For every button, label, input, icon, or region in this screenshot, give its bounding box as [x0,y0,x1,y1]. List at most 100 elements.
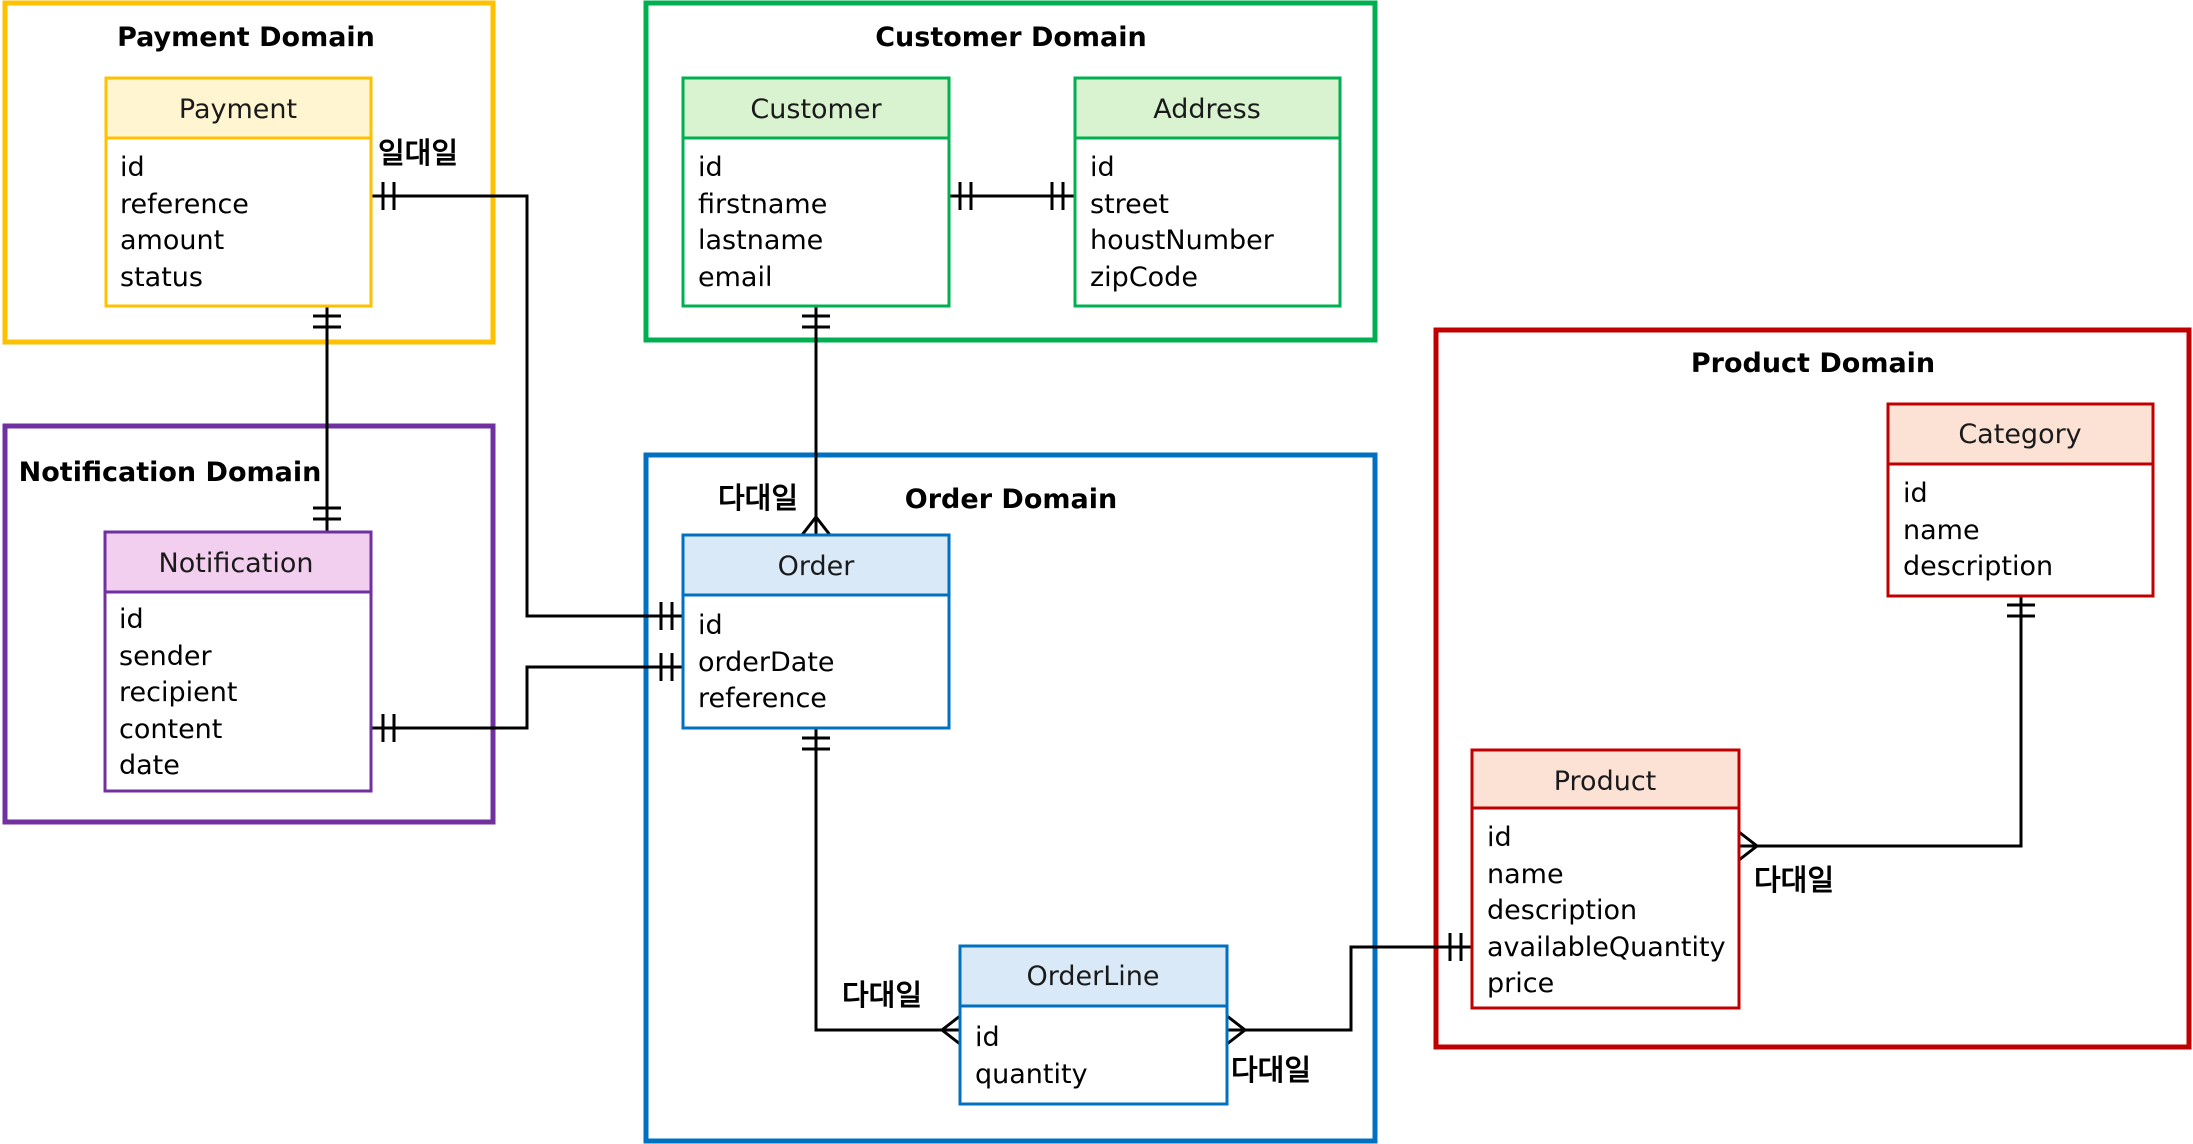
entity-category: Category id name description [1886,402,2155,598]
entity-product-attr-0: id [1487,822,1512,853]
entity-payment-attr-2: amount [120,225,224,256]
entity-payment-body [104,136,373,308]
entity-category-title: Category [1958,419,2081,450]
entity-category-attr-0: id [1903,478,1928,509]
entity-category-attr-1: name [1903,515,1980,546]
entity-customer-attr-0: id [698,152,723,183]
entity-orderline-body [958,1004,1229,1106]
payment-domain: Payment Domain [2,0,496,345]
entity-address: Address id street houstNumber zipCode [1073,76,1342,308]
one-marker-order-left-bottom [659,653,674,681]
rel-label-customer-order: 다대일 [718,481,798,515]
entity-order-attr-0: id [698,610,723,641]
relationship-labels: 일대일 다대일 다대일 다대일 다대일 [378,136,1834,1087]
payment-domain-title: Payment Domain [117,22,375,53]
entity-customer-attr-1: firstname [698,189,827,220]
entity-payment-attr-3: status [120,262,203,293]
entity-product-attr-1: name [1487,859,1564,890]
one-marker-customer-right [958,182,973,210]
customer-domain-frame [643,0,1378,343]
rel-label-payment-order: 일대일 [378,136,458,170]
one-marker-payment-right [381,182,396,210]
entity-address-attr-3: zipCode [1090,262,1198,293]
entity-notification-attr-1: sender [119,641,213,672]
entity-notification-attr-0: id [119,604,144,635]
entity-notification-header [103,530,373,594]
entity-customer-title: Customer [750,94,882,125]
entity-payment-attr-1: reference [120,189,249,220]
many-marker-orderline-left [939,1014,961,1046]
notification-domain-title: Notification Domain [19,457,322,488]
one-marker-category-bottom [2007,603,2035,618]
entity-orderline-attr-0: id [975,1022,1000,1053]
one-marker-notification-top [313,506,341,521]
entity-product-title: Product [1554,766,1657,797]
entity-payment-attr-0: id [120,152,145,183]
entity-category-body [1886,462,2155,598]
one-marker-notification-right [381,714,396,742]
notification-domain: Notification Domain [2,423,496,825]
entity-notification-body [103,590,373,793]
one-marker-product-left [1448,933,1463,961]
connector-notification-order [371,665,683,730]
entity-product-attr-3: availableQuantity [1487,932,1726,963]
entity-category-attr-2: description [1903,551,2053,582]
entity-address-attr-0: id [1090,152,1115,183]
connector-product-category [1739,596,2023,848]
entity-address-header [1073,76,1342,140]
entity-payment-header [104,76,373,140]
product-domain-title: Product Domain [1691,348,1935,379]
entity-product-body [1470,806,1741,1010]
entity-product-attr-4: price [1487,968,1554,999]
entity-orderline: OrderLine id quantity [958,944,1229,1106]
customer-domain-title: Customer Domain [875,22,1147,53]
rel-label-orderline-product: 다대일 [1231,1053,1311,1087]
entity-order-title: Order [778,551,856,582]
connectors [325,194,2023,1032]
many-marker-order-top [800,514,832,536]
entity-product-attr-2: description [1487,895,1637,926]
entity-notification-attr-4: date [119,750,180,781]
notification-domain-frame [2,423,496,825]
entity-notification-attr-2: recipient [119,677,237,708]
entity-notification: Notification id sender recipient content… [103,530,373,793]
product-domain-frame [1433,327,2192,1050]
connector-payment-order [371,194,683,618]
rel-label-order-orderline: 다대일 [842,978,922,1012]
rel-label-product-category: 다대일 [1754,863,1834,897]
payment-domain-frame [2,0,496,345]
entity-customer-header [681,76,951,140]
entity-order: Order id orderDate reference [681,533,951,730]
one-marker-order-left-top [659,602,674,630]
one-marker-payment-bottom [313,314,341,329]
order-domain: Order Domain [643,452,1378,1144]
many-marker-orderline-right [1226,1014,1248,1046]
connector-order-orderline [814,728,960,1032]
entity-order-body [681,593,951,730]
entity-address-title: Address [1153,94,1261,125]
entity-payment: Payment id reference amount status [104,76,373,308]
entity-customer-attr-3: email [698,262,772,293]
entity-customer-attr-2: lastname [698,225,823,256]
entity-address-body [1073,136,1342,308]
connector-orderline-product [1227,945,1472,1032]
entity-order-attr-1: orderDate [698,647,835,678]
entity-address-attr-1: street [1090,189,1169,220]
entity-notification-attr-3: content [119,714,222,745]
order-domain-title: Order Domain [905,484,1117,515]
order-domain-frame [643,452,1378,1144]
one-marker-customer-bottom [802,314,830,329]
entity-customer-body [681,136,951,308]
entity-payment-title: Payment [179,94,297,125]
entity-order-attr-2: reference [698,683,827,714]
entity-orderline-title: OrderLine [1027,961,1160,992]
entity-address-attr-2: houstNumber [1090,225,1275,256]
customer-domain: Customer Domain [643,0,1378,343]
one-marker-address-left [1050,182,1065,210]
entity-notification-title: Notification [159,548,314,579]
cardinality-markers [313,182,2035,1046]
one-marker-order-bottom [802,736,830,751]
entity-orderline-attr-1: quantity [975,1059,1088,1090]
product-domain: Product Domain [1433,327,2192,1050]
